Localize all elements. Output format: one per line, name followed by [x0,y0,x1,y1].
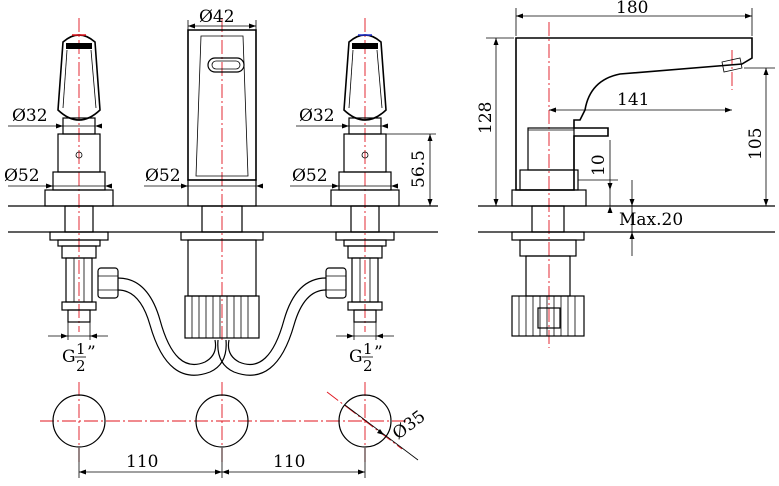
right-spacing-label: 110 [273,452,305,472]
height-105-label: 105 [746,128,766,160]
right-thread-denominator: 2 [363,357,373,375]
left-handle-assembly [44,34,114,323]
right-base-diameter-label: Ø52 [292,166,328,186]
height-128-label: 128 [476,102,496,134]
connection-hoses [97,267,347,376]
left-thread-numerator: 1 [76,340,86,358]
right-handle-assembly [330,34,400,323]
right-thread-g-label: G [349,347,363,367]
spout-diameter-label: Ø42 [199,7,235,27]
dimension-labels: Ø42 Ø32 Ø52 Ø52 Ø32 Ø52 56.5 G 1 2 ” G 1… [4,0,766,472]
height-56-5-label: 56.5 [409,150,429,188]
right-thread-numerator: 1 [363,340,373,358]
left-thread-g-label: G [62,347,76,367]
max-20-label: Max.20 [619,210,683,230]
hot-indicator-icon [66,43,92,49]
gap-10-label: 10 [589,154,609,176]
left-spacing-label: 110 [126,452,158,472]
left-thread-inch-mark: ” [87,343,96,363]
left-thread-denominator: 2 [76,357,86,375]
right-handle-diameter-label: Ø32 [299,106,335,126]
hole-diameter-label: Ø35 [389,407,429,444]
side-view [511,37,753,337]
left-handle-diameter-label: Ø32 [12,106,48,126]
cold-indicator-icon [352,43,378,49]
hole-pattern [52,394,392,448]
mid-base-diameter-label: Ø52 [145,166,181,186]
right-thread-inch-mark: ” [374,343,383,363]
reach-141-label: 141 [617,90,649,110]
left-base-diameter-label: Ø52 [4,166,40,186]
length-180-label: 180 [616,0,648,18]
spout-assembly [180,29,264,339]
dimension-lines [8,8,775,478]
